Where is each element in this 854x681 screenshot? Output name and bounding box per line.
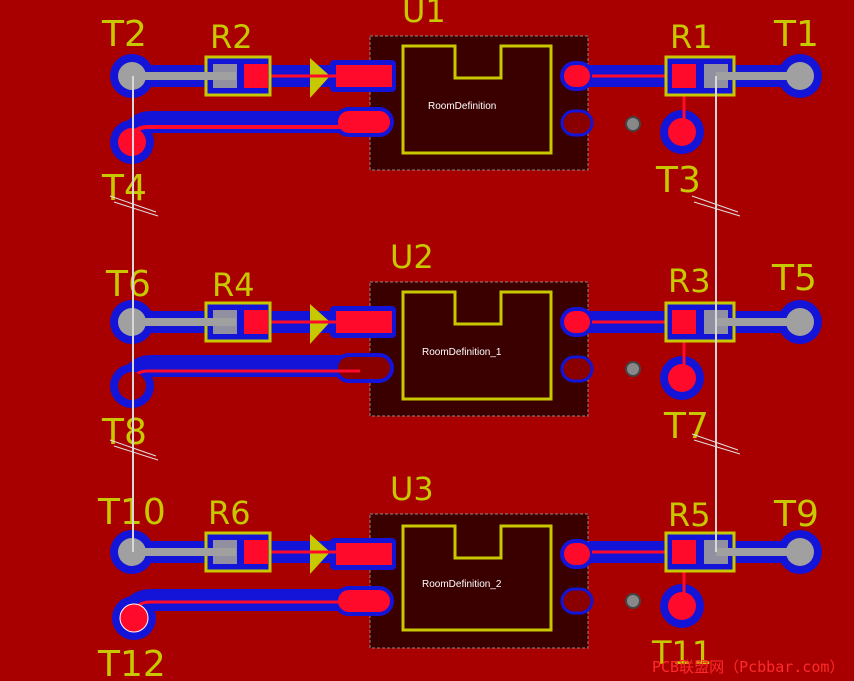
ic-outline-u3 [401, 524, 553, 632]
label-t6: T6 [105, 264, 151, 305]
pad-t5[interactable] [786, 308, 814, 336]
label-u1: U1 [402, 0, 446, 30]
label-t9: T9 [773, 494, 819, 535]
label-r1: R1 [670, 18, 713, 56]
silk-mark-t8 [109, 439, 159, 461]
pin1-marker-u1 [310, 58, 330, 98]
pin1-marker-u2 [310, 304, 330, 344]
pad-t12[interactable] [119, 603, 149, 633]
via-3[interactable] [625, 593, 641, 609]
ic-outline-u1 [401, 44, 553, 155]
via-2[interactable] [625, 361, 641, 377]
ic-pad-u3-4[interactable] [560, 539, 594, 569]
label-r3: R3 [668, 262, 711, 300]
ic-pad-u3-1[interactable] [336, 543, 392, 565]
label-t2: T2 [101, 14, 147, 55]
resistor-r2-pad-2 [244, 64, 268, 88]
pad-t3[interactable] [668, 118, 696, 146]
label-t3: T3 [655, 160, 701, 201]
ic-pad-u2-3[interactable] [560, 355, 594, 383]
label-r5: R5 [668, 496, 711, 534]
label-t7: T7 [663, 406, 709, 447]
label-t12: T12 [97, 644, 166, 681]
label-t10: T10 [97, 492, 166, 533]
room-label-2: RoomDefinition_1 [422, 347, 502, 358]
resistor-r4-pad-2 [244, 310, 268, 334]
silk-mark-t3 [691, 195, 741, 217]
resistor-r1-pad-1 [672, 64, 696, 88]
label-t5: T5 [771, 258, 817, 299]
label-r4: R4 [212, 266, 255, 304]
resistor-r3-pad-1 [672, 310, 696, 334]
pin1-marker-u3 [310, 534, 330, 574]
circuit-row-1: U1 R2 R1 T2 T1 T4 T3 RoomDefinition [101, 0, 822, 209]
label-u2: U2 [390, 238, 434, 276]
label-u3: U3 [390, 470, 434, 508]
ic-pad-u3-3[interactable] [560, 587, 594, 615]
room-label-1: RoomDefinition [428, 101, 496, 112]
pad-t7[interactable] [668, 364, 696, 392]
label-t8: T8 [101, 412, 147, 453]
label-r6: R6 [208, 494, 251, 532]
ic-pad-u2-2[interactable] [334, 353, 394, 383]
room-label-3: RoomDefinition_2 [422, 579, 502, 590]
ic-outline-u2 [401, 290, 553, 401]
label-r2: R2 [210, 18, 253, 56]
ic-pad-u1-2[interactable] [334, 107, 394, 137]
label-t1: T1 [773, 14, 819, 55]
via-1[interactable] [625, 116, 641, 132]
pad-t9[interactable] [786, 538, 814, 566]
silk-mark-t4 [109, 195, 159, 217]
resistor-r6-pad-2 [244, 540, 268, 564]
ic-pad-u1-3[interactable] [560, 109, 594, 137]
label-t4: T4 [101, 168, 147, 209]
label-t11: T11 [651, 634, 712, 672]
pad-t11[interactable] [668, 592, 696, 620]
ic-pad-u2-4[interactable] [560, 307, 594, 337]
ic-pad-u1-1[interactable] [336, 65, 392, 87]
ic-pad-u2-1[interactable] [336, 311, 392, 333]
circuit-row-2: U2 R4 R3 T6 T5 T8 T7 RoomDefinition_1 [101, 238, 822, 453]
resistor-r5-pad-1 [672, 540, 696, 564]
silk-mark-t7 [691, 433, 741, 455]
pad-t1[interactable] [786, 62, 814, 90]
ic-pad-u1-4[interactable] [560, 61, 594, 91]
watermark: PCB联盟网（Pcbbar.com） [652, 658, 844, 676]
